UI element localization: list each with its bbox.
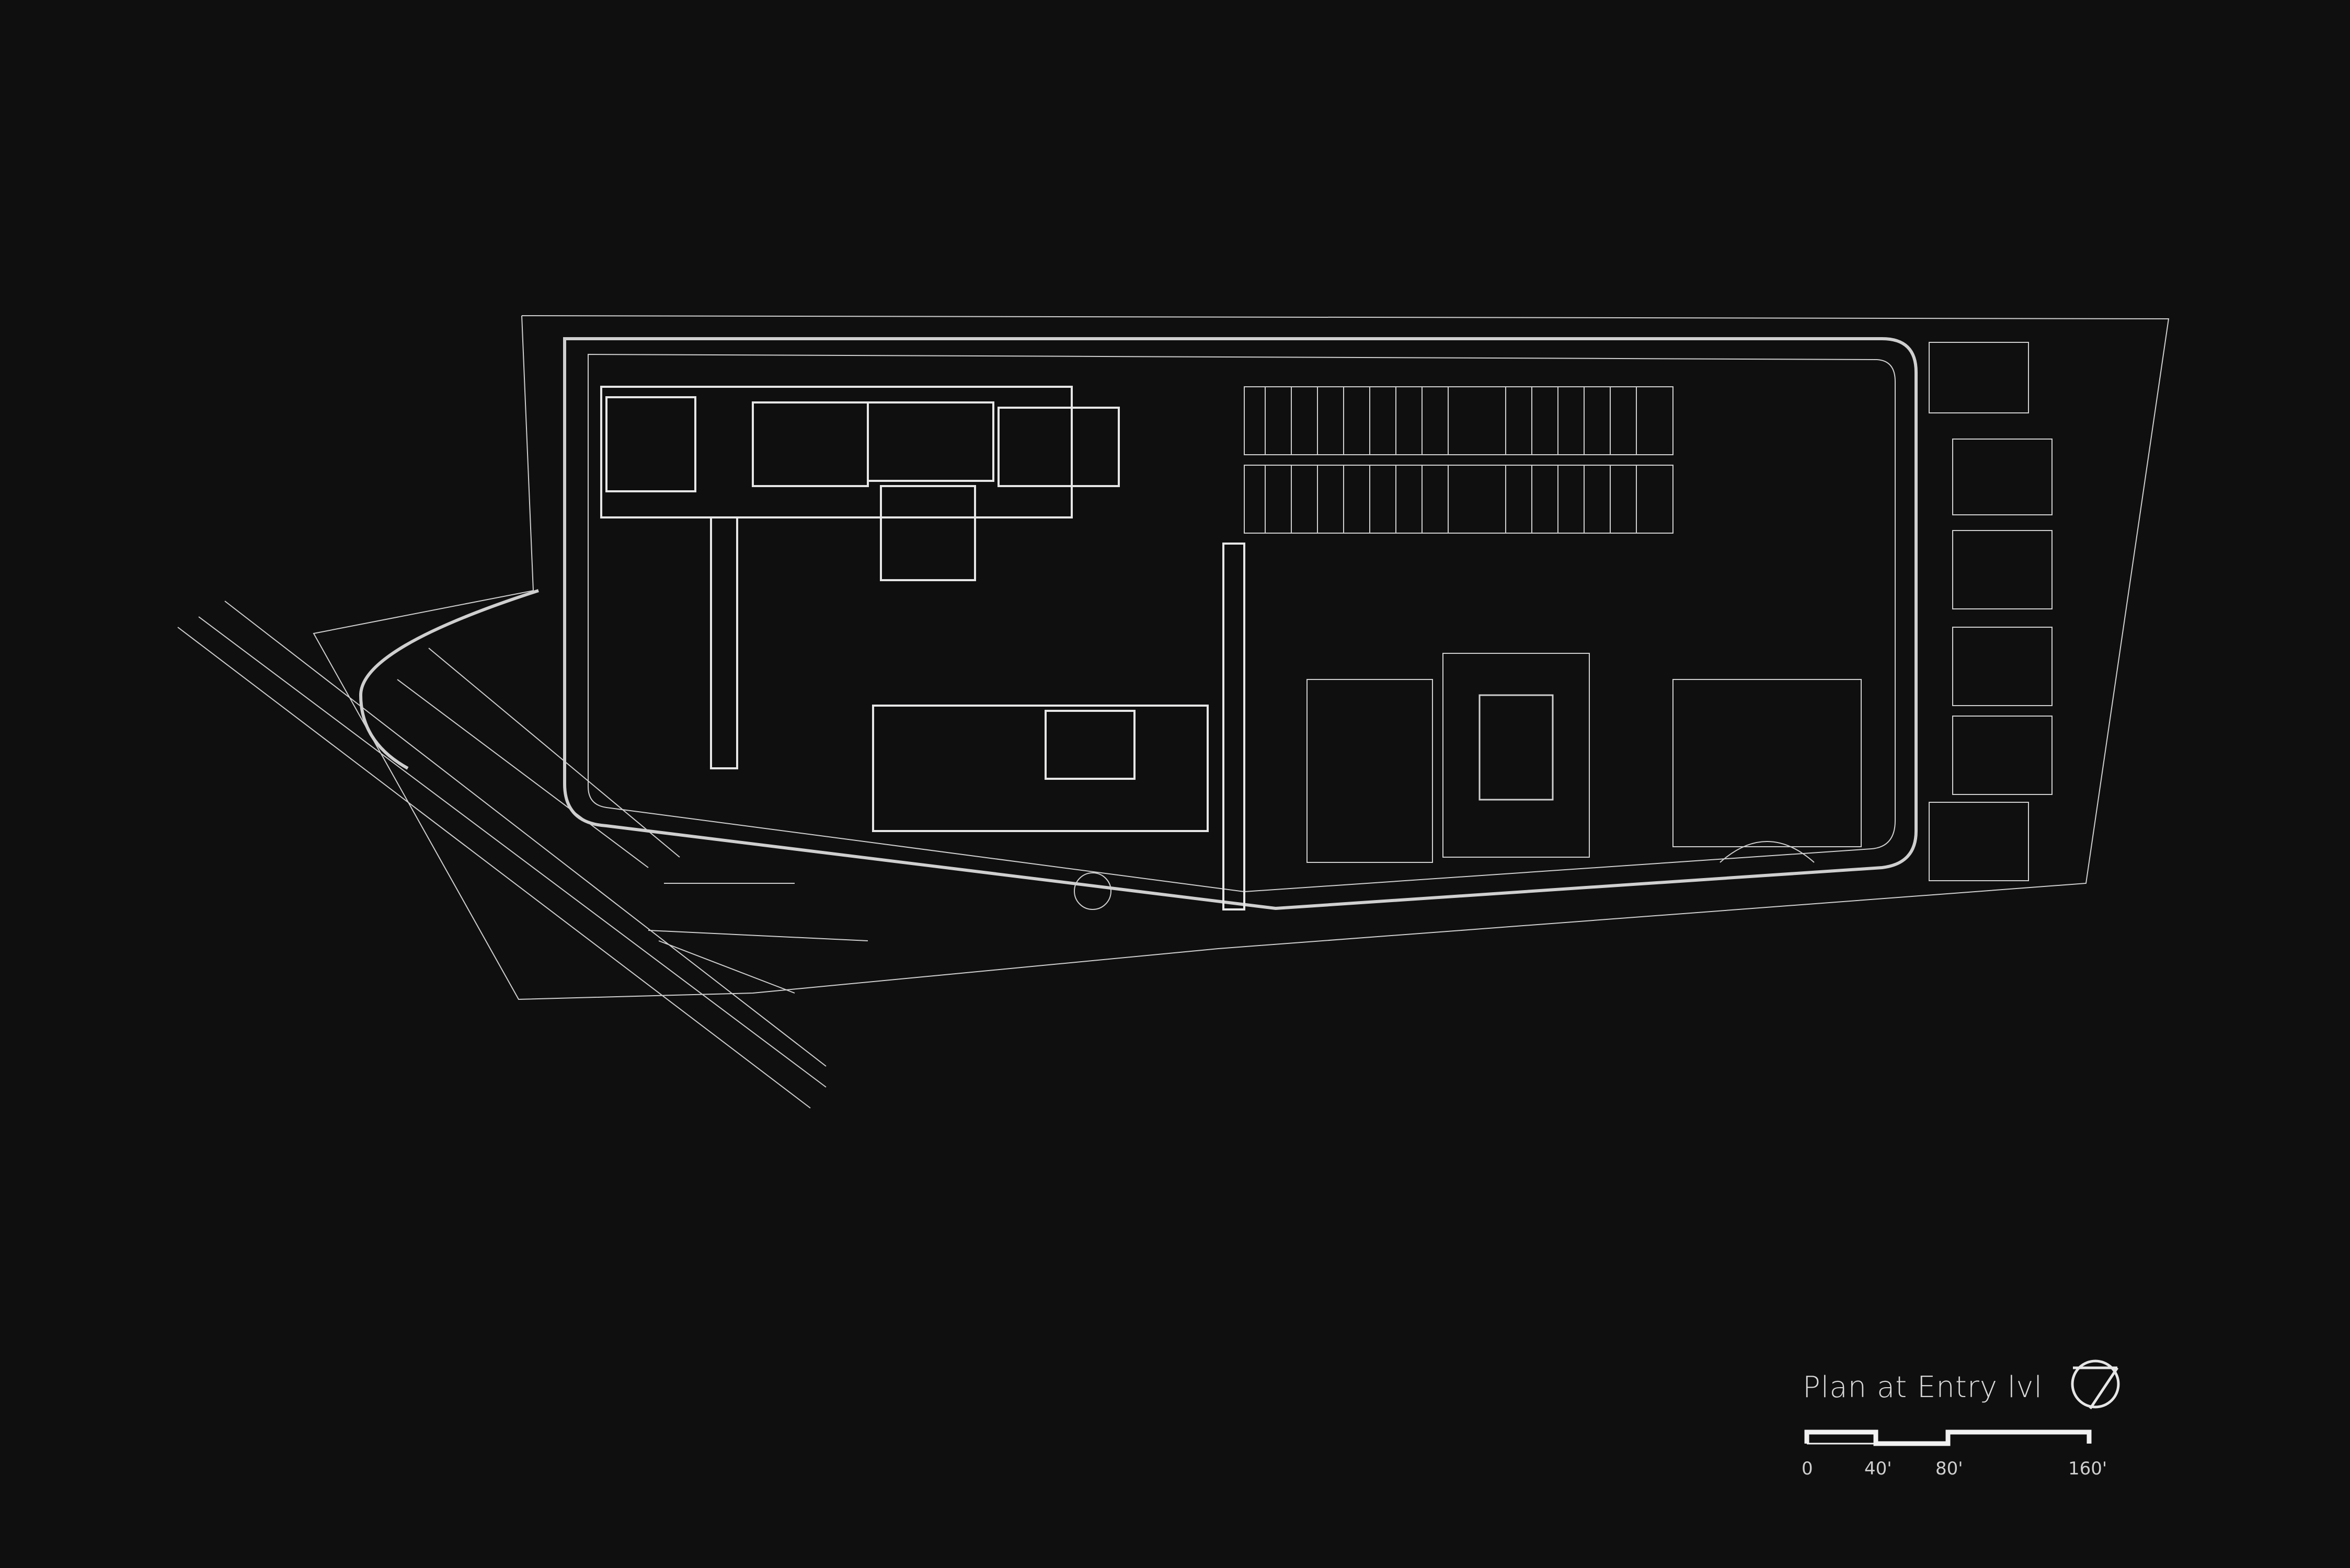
scale-tick-80: 80' <box>1935 1458 1963 1479</box>
pool <box>1478 694 1554 801</box>
site-boundary <box>313 315 2170 1000</box>
guest-wing-north <box>1244 386 1673 455</box>
building-west-hall <box>752 401 869 487</box>
villa <box>1929 342 2029 413</box>
building-south-pavilion <box>1045 710 1136 780</box>
pool-deck <box>1442 653 1590 858</box>
corridor-central <box>1222 543 1245 910</box>
building-west-hall <box>605 396 696 492</box>
north-arrow-icon <box>2071 1359 2120 1410</box>
fan-plaza <box>1719 841 1815 863</box>
building-west-wing <box>600 386 1073 518</box>
villa <box>1952 627 2053 706</box>
villa <box>1952 530 2053 609</box>
building-hall-north <box>998 407 1120 487</box>
scale-tick-40: 40' <box>1864 1458 1892 1479</box>
access-road-edge <box>198 616 827 1088</box>
villa <box>1952 439 2053 515</box>
guest-room-grid <box>1265 387 1637 533</box>
scale-bar <box>1804 1429 2092 1446</box>
building-central-court <box>867 401 994 482</box>
building-south-court <box>872 705 1209 832</box>
ring-road-inner <box>588 353 1896 893</box>
guest-wing-south <box>1244 465 1673 534</box>
entry-roundabout <box>1074 872 1111 910</box>
access-road-edge <box>177 627 811 1109</box>
ring-road <box>563 337 1918 910</box>
villa <box>1929 802 2029 881</box>
entry-drive <box>397 648 868 994</box>
scale-tick-0: 0 <box>1802 1458 1813 1479</box>
villa <box>1952 716 2053 795</box>
access-road-edge <box>224 601 827 1067</box>
drawing-title: Plan at Entry lvl <box>1803 1370 2043 1404</box>
entry-drive <box>359 589 539 770</box>
spa-block <box>1306 679 1433 863</box>
scale-tick-160: 160' <box>2068 1458 2107 1479</box>
villa-cluster-east <box>1672 679 1862 847</box>
building-corridor-west <box>710 516 738 769</box>
building-central-block <box>880 485 976 581</box>
